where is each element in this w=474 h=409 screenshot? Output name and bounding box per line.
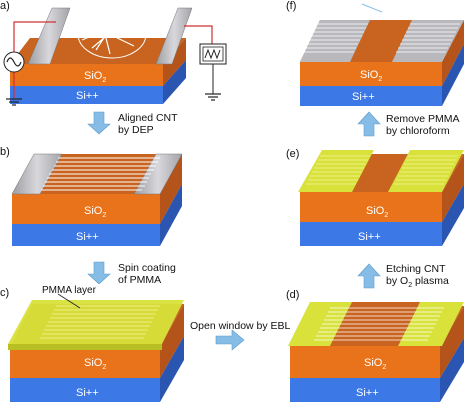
panel-d: SiO2 Si++	[288, 302, 464, 402]
pmma-right	[388, 150, 464, 192]
oxide-front	[10, 64, 163, 86]
pmma-left	[288, 302, 352, 346]
step-a-to-b: Aligned CNT by DEP	[118, 112, 178, 136]
panel-label-a: a)	[0, 0, 10, 12]
left-electrode-cnts	[300, 20, 370, 62]
arrow-a-to-b	[87, 111, 111, 135]
panel-label-c: c)	[0, 287, 10, 299]
panel-a: SiO2 Si++	[3, 7, 227, 106]
ground-icon	[6, 98, 22, 106]
left-electrode	[11, 153, 63, 195]
panel-label-b: b)	[0, 146, 10, 158]
svg-text:SiO2: SiO2	[84, 357, 106, 371]
random-cnts	[81, 13, 139, 55]
panel-c: SiO2 Si++	[8, 293, 184, 402]
step-b-to-c: Spin coating of PMMA	[118, 262, 176, 286]
svg-text:Si++: Si++	[356, 387, 379, 399]
panel-label-e: (e)	[286, 148, 300, 160]
svg-text:SiO2: SiO2	[84, 205, 106, 219]
svg-text:Si++: Si++	[358, 231, 381, 243]
panel-f: SiO2 Si++	[300, 3, 464, 106]
ground-icon-2	[205, 93, 221, 101]
panel-label-f: (f)	[286, 0, 297, 12]
cnts-under-pmma	[306, 155, 458, 185]
arrow-d-to-e	[357, 263, 381, 289]
substrate-front	[10, 86, 163, 104]
svg-text:Si++: Si++	[76, 231, 99, 243]
arrow-c-to-d	[215, 329, 245, 351]
oxide-side	[163, 38, 186, 86]
cnt-region	[77, 9, 147, 59]
svg-text:SiO2: SiO2	[366, 205, 388, 219]
arrow-e-to-f	[357, 111, 381, 137]
step-e-to-f: Remove PMMA by chloroform	[386, 113, 460, 137]
aligned-cnts	[40, 305, 160, 339]
step-c-to-d: Open window by EBL	[190, 320, 291, 332]
svg-text:SiO2: SiO2	[364, 357, 386, 371]
svg-text:SiO2: SiO2	[360, 69, 382, 83]
aligned-cnts	[41, 157, 160, 191]
arrow-b-to-c	[87, 261, 111, 285]
remaining-cnts	[304, 23, 460, 53]
panel-b: SiO2 Si++	[11, 153, 183, 246]
aligned-cnts	[314, 307, 444, 341]
left-electrode	[27, 7, 71, 65]
step-d-to-e: Etching CNT by O2 plasma	[386, 263, 449, 290]
right-electrode	[133, 153, 183, 195]
svg-text:Si++: Si++	[76, 387, 99, 399]
meter-wire	[184, 25, 213, 44]
right-electrode	[155, 7, 193, 65]
panel-e: SiO2 Si++	[298, 150, 464, 246]
panel-label-d: (d)	[286, 289, 300, 301]
substrate-side	[163, 60, 186, 104]
right-electrode-cnts	[392, 20, 464, 62]
substrate-label: Si++	[76, 90, 99, 102]
ac-source-circuit	[13, 21, 56, 98]
pmma-left	[298, 150, 374, 192]
oxide-label: SiO2	[84, 70, 106, 84]
pmma-layer-label: PMMA layer	[42, 285, 96, 296]
svg-text:Si++: Si++	[352, 91, 375, 103]
